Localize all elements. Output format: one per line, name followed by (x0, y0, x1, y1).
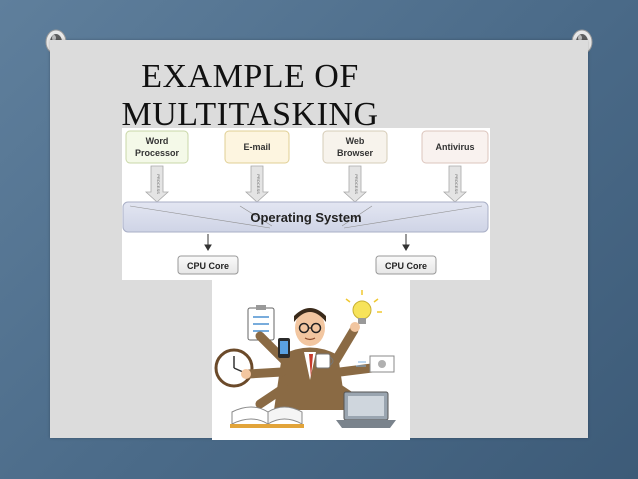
operating-system-bar: Operating System (122, 201, 489, 233)
cpu-core-2: CPU Core (375, 255, 437, 275)
arrow-label-1: PROCESS (156, 174, 161, 194)
slide-title: EXAMPLE OF MULTITASKING (100, 58, 400, 134)
process-label-line1: E-mail (243, 142, 270, 152)
operating-system-label: Operating System (250, 210, 361, 225)
process-label-line1: Word (146, 136, 169, 146)
process-label-line2: Browser (337, 148, 374, 158)
cpu-core-label: CPU Core (187, 261, 229, 271)
email-letter-icon (356, 355, 395, 373)
laptop-icon (336, 391, 396, 428)
arrow-label-4: PROCESS (454, 174, 459, 194)
process-word-processor: Word Processor (125, 130, 189, 164)
multitasking-diagram: Word Processor E-mail Web Browser Antivi… (122, 128, 490, 280)
process-email: E-mail (224, 130, 290, 164)
arrow-label-3: PROCESS (354, 174, 359, 194)
title-line-1: EXAMPLE OF (141, 58, 359, 95)
process-antivirus: Antivirus (421, 130, 489, 164)
light-bulb-icon (345, 290, 382, 324)
phone-icon (278, 338, 290, 358)
cpu-core-label: CPU Core (385, 261, 427, 271)
arrow-label-2: PROCESS (256, 174, 261, 194)
coffee-cup-icon (315, 353, 334, 369)
title-line-2: MULTITASKING (121, 96, 379, 133)
clock-icon (214, 348, 254, 388)
process-label-line2: Processor (135, 148, 180, 158)
process-arrow-1 (144, 165, 170, 203)
book-icon (230, 406, 304, 428)
multitasking-businessman-illustration (212, 280, 410, 440)
process-label-line1: Web (346, 136, 365, 146)
process-arrow-3 (342, 165, 368, 203)
process-arrow-2 (244, 165, 270, 203)
cpu-core-1: CPU Core (177, 255, 239, 275)
process-web-browser: Web Browser (322, 130, 388, 164)
process-arrow-4 (442, 165, 468, 203)
process-label-line1: Antivirus (435, 142, 474, 152)
businessman-figure (241, 308, 377, 410)
